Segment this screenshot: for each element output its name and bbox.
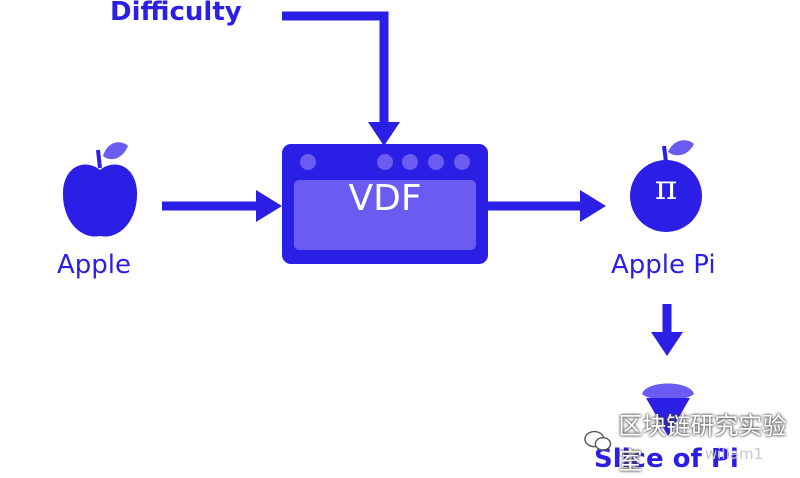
pi-symbol: π [654,168,678,208]
apple-to-vdf-arrow [162,190,282,222]
pie-slice-icon [642,383,694,436]
apple-pi-icon [630,140,702,232]
watermark-handle: willam1 [705,445,764,463]
difficulty-arrow [282,11,400,146]
wechat-icon [584,430,612,451]
vdf-to-applepi-arrow [488,190,606,222]
watermark: 区块链研究实验室 [584,412,800,475]
apple-pi-label: Apple Pi [611,250,716,280]
applepi-to-slice-arrow [651,304,683,356]
apple-icon [62,142,138,237]
difficulty-label: Difficulty [110,0,242,27]
slice-of-pi-label: Slice of Pi [594,444,739,474]
vdf-machine-icon [282,144,488,264]
vdf-label: VDF [348,178,422,219]
apple-label: Apple [57,250,132,280]
watermark-text: 区块链研究实验室 [618,412,787,475]
